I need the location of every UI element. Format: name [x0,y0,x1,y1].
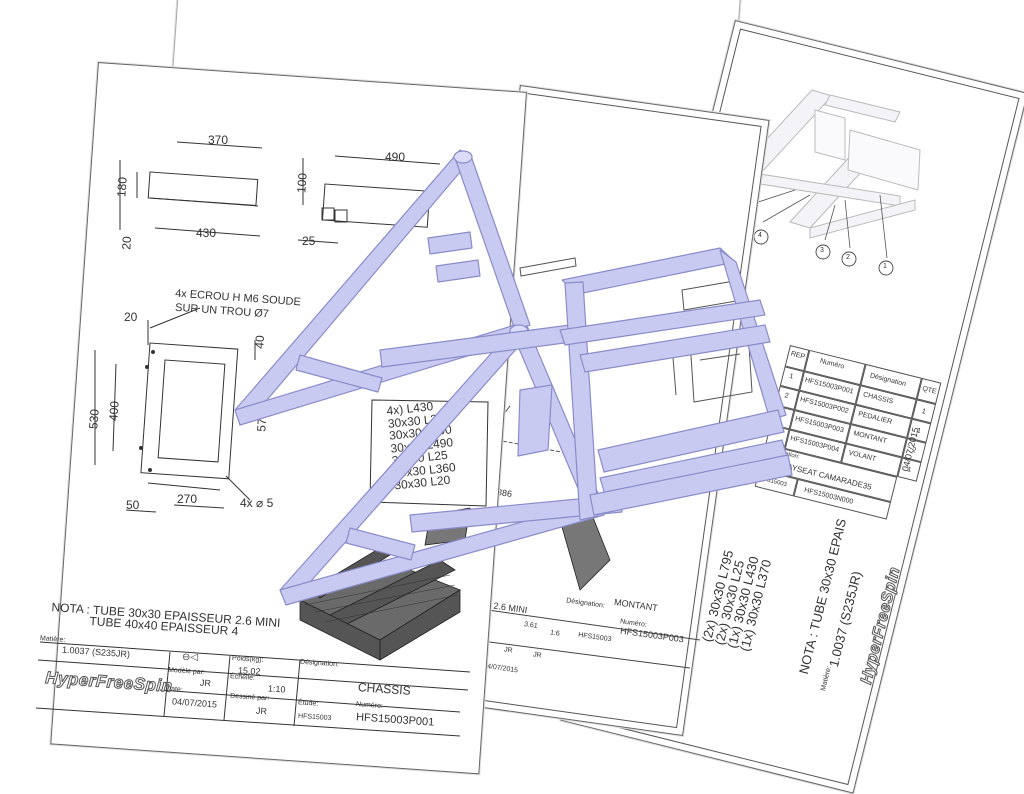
balloon [878,260,894,276]
dim-label: 25 [302,234,316,248]
dim-label: 490 [385,150,406,164]
dim-label: 370 [208,133,229,147]
tolerance-symbol: ⊖◁ [182,652,199,663]
tube [589,454,793,516]
tube [435,259,481,283]
balloon [841,251,857,267]
tube [597,409,785,473]
chassis-drawing [35,141,489,737]
tube [564,281,599,521]
tube [379,324,573,368]
balloon-label: 1 [883,263,887,270]
tube [427,231,473,255]
tube [409,494,623,533]
dim-label: 50 [126,498,140,512]
tube [561,247,736,295]
balloon-label: 2 [846,254,850,261]
balloon [815,244,831,260]
dim-label: 430 [196,226,217,240]
tube [579,324,771,373]
tube [279,499,605,606]
chassis-3d-model [234,149,793,606]
assembly-iso-view [725,89,921,276]
tube [517,384,553,457]
dim-label: 270 [177,492,198,506]
tube [345,527,416,561]
tube [295,354,383,393]
tube [559,299,766,346]
balloon-label: 3 [820,247,824,254]
hole-note: 4x ⌀ 5 [240,496,274,510]
balloon [753,229,769,245]
dim-label: 20 [124,310,138,324]
balloon-label: 4 [758,232,762,239]
